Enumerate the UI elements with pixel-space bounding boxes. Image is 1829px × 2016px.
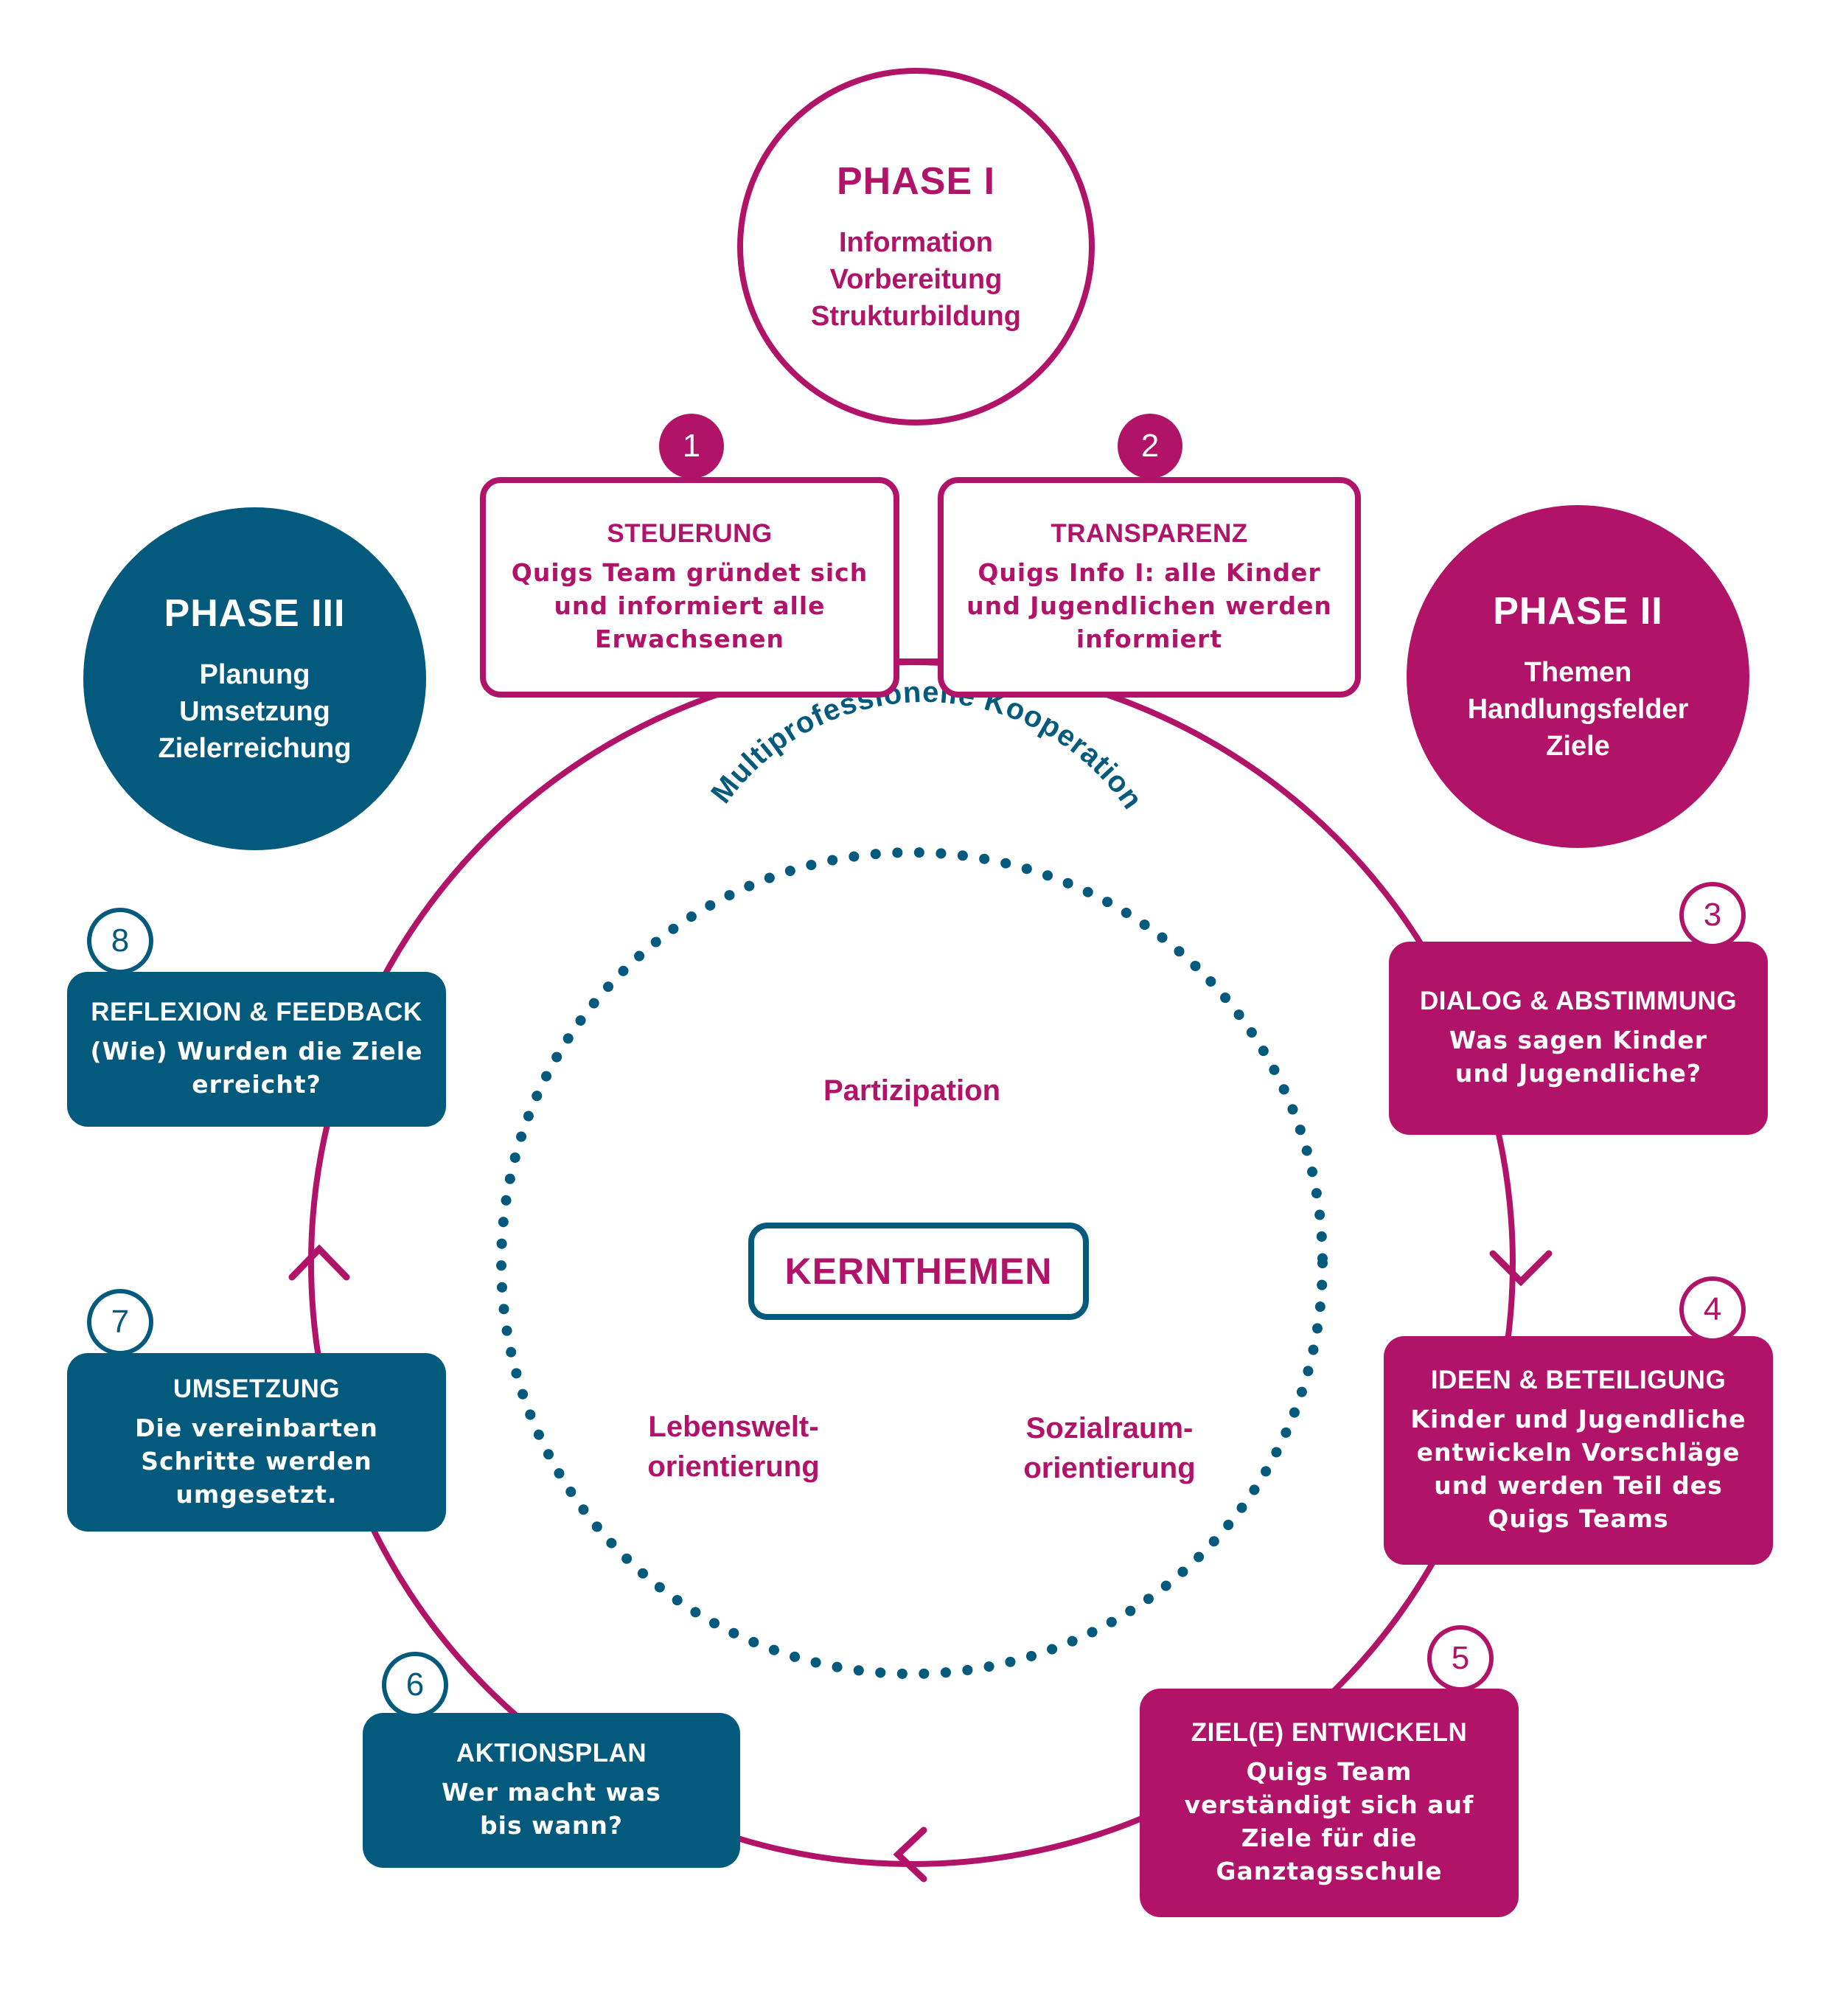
phase-2-line: Handlungsfelder [1467, 693, 1689, 725]
lebenswelt-label: Lebenswelt- orientierung [647, 1411, 820, 1483]
step-3-title: DIALOG & ABSTIMMUNG [1419, 987, 1738, 1015]
phase-3-title: PHASE III [164, 591, 346, 635]
phase-3-circle: PHASE III Planung Umsetzung Zielerreichu… [83, 507, 426, 850]
step-5-description: Quigs Team verständigt sich auf Ziele fü… [1184, 1757, 1474, 1885]
partizipation-label: Partizipation [823, 1074, 1001, 1107]
phase-1-line: Information [839, 226, 993, 258]
step-2-badge: 2 [1118, 414, 1182, 479]
step-8-description: (Wie) Wurden die Ziele erreicht? [90, 1037, 423, 1099]
step-7-description: Die vereinbarten Schritte werden umgeset… [135, 1413, 378, 1509]
phase-1-line: Vorbereitung [829, 263, 1003, 295]
step-2-title: TRANSPARENZ [1051, 519, 1248, 548]
step-1-box: STEUERUNG Quigs Team gründet sich und in… [480, 477, 899, 698]
sozialraum-label: Sozialraum- orientierung [1023, 1412, 1196, 1484]
step-4-title: IDEEN & BETEILIGUNG [1430, 1366, 1727, 1394]
step-6-box: AKTIONSPLAN Wer macht was bis wann? [363, 1713, 740, 1868]
step-1-title: STEUERUNG [607, 519, 773, 548]
phase-1-line: Strukturbildung [811, 300, 1021, 332]
kernthemen-box: KERNTHEMEN [748, 1223, 1089, 1320]
step-3-box: DIALOG & ABSTIMMUNG Was sagen Kinder und… [1389, 942, 1768, 1135]
step-1-description: Quigs Team gründet sich und informiert a… [511, 558, 868, 653]
phase-3-line: Zielerreichung [158, 732, 352, 764]
step-5-box: ZIEL(E) ENTWICKELN Quigs Team verständig… [1140, 1689, 1519, 1917]
phase-1-title: PHASE I [836, 159, 996, 203]
step-2-description: Quigs Info I: alle Kinder und Jugendlich… [966, 558, 1332, 653]
arrow-bottom-left [893, 1826, 927, 1883]
step-4-description: Kinder und Jugendliche entwickeln Vorsch… [1410, 1405, 1746, 1533]
step-1-badge: 1 [659, 414, 724, 479]
step-3-description: Was sagen Kinder und Jugendliche? [1449, 1026, 1708, 1088]
step-7-title: UMSETZUNG [173, 1374, 341, 1403]
step-6-description: Wer macht was bis wann? [442, 1778, 661, 1840]
step-2-box: TRANSPARENZ Quigs Info I: alle Kinder un… [938, 477, 1361, 698]
phase-2-circle: PHASE II Themen Handlungsfelder Ziele [1407, 505, 1749, 848]
step-8-badge: 8 [87, 908, 153, 974]
step-5-title: ZIEL(E) ENTWICKELN [1191, 1718, 1468, 1747]
step-6-badge: 6 [382, 1652, 448, 1718]
kernthemen-title: KERNTHEMEN [784, 1251, 1053, 1292]
arrow-down-right [1489, 1250, 1553, 1287]
step-7-badge: 7 [87, 1289, 153, 1355]
phase-2-title: PHASE II [1493, 589, 1663, 633]
step-4-badge: 4 [1679, 1276, 1746, 1343]
arrow-up-left [288, 1244, 350, 1281]
step-6-title: AKTIONSPLAN [456, 1739, 647, 1768]
step-8-box: REFLEXION & FEEDBACK (Wie) Wurden die Zi… [67, 972, 446, 1127]
phase-1-circle: PHASE I Information Vorbereitung Struktu… [737, 68, 1095, 425]
step-8-title: REFLEXION & FEEDBACK [91, 998, 422, 1026]
phase-2-line: Themen [1524, 656, 1632, 688]
phase-3-line: Planung [199, 658, 310, 690]
inner-dotted-ring [496, 847, 1328, 1679]
step-5-badge: 5 [1427, 1625, 1494, 1692]
phase-2-line: Ziele [1546, 730, 1610, 762]
step-4-box: IDEEN & BETEILIGUNG Kinder und Jugendlic… [1384, 1336, 1773, 1565]
phase-3-line: Umsetzung [179, 695, 330, 727]
step-7-box: UMSETZUNG Die vereinbarten Schritte werd… [67, 1353, 446, 1532]
step-3-badge: 3 [1679, 882, 1746, 948]
